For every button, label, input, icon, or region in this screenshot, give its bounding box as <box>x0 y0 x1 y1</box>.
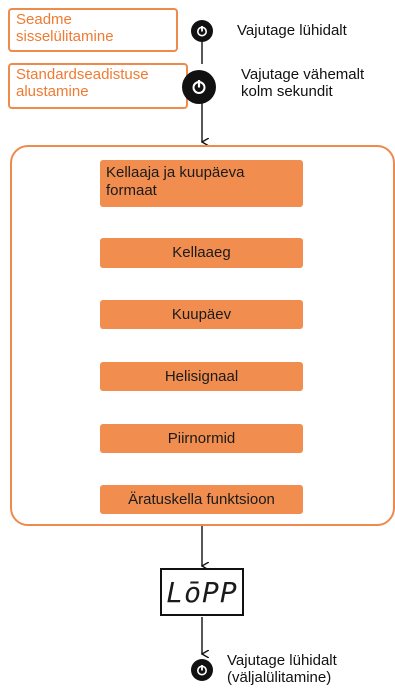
step-beep: Helisignaal <box>100 362 303 391</box>
power-button-icon <box>191 659 213 681</box>
setup-sequence-frame <box>10 145 395 526</box>
top-step-power-on: Seadme sisselülitamine <box>8 8 178 52</box>
top-step-hint: Vajutage lühidalt <box>237 22 347 39</box>
bottom-hint: Vajutage lühidalt (väljalülitamine) <box>227 652 337 686</box>
step-time-date-format: Kellaaja ja kuupäeva formaat <box>100 160 303 207</box>
step-time: Kellaaeg <box>100 238 303 268</box>
top-step-default-setup: Standardseadistuse alustamine <box>8 63 188 109</box>
end-display-text: LōPP <box>166 575 238 609</box>
top-step-label: Seadme sisselülitamine <box>16 11 114 45</box>
step-alarm-function: Äratuskella funktsioon <box>100 485 303 514</box>
step-date: Kuupäev <box>100 300 303 329</box>
step-limits: Piirnormid <box>100 424 303 453</box>
power-button-icon <box>191 20 213 42</box>
top-step-hint: Vajutage vähemalt kolm sekundit <box>241 66 365 100</box>
top-step-label: Standardseadistuse alustamine <box>16 66 149 100</box>
power-button-icon <box>182 70 216 104</box>
end-display: LōPP <box>160 568 244 616</box>
